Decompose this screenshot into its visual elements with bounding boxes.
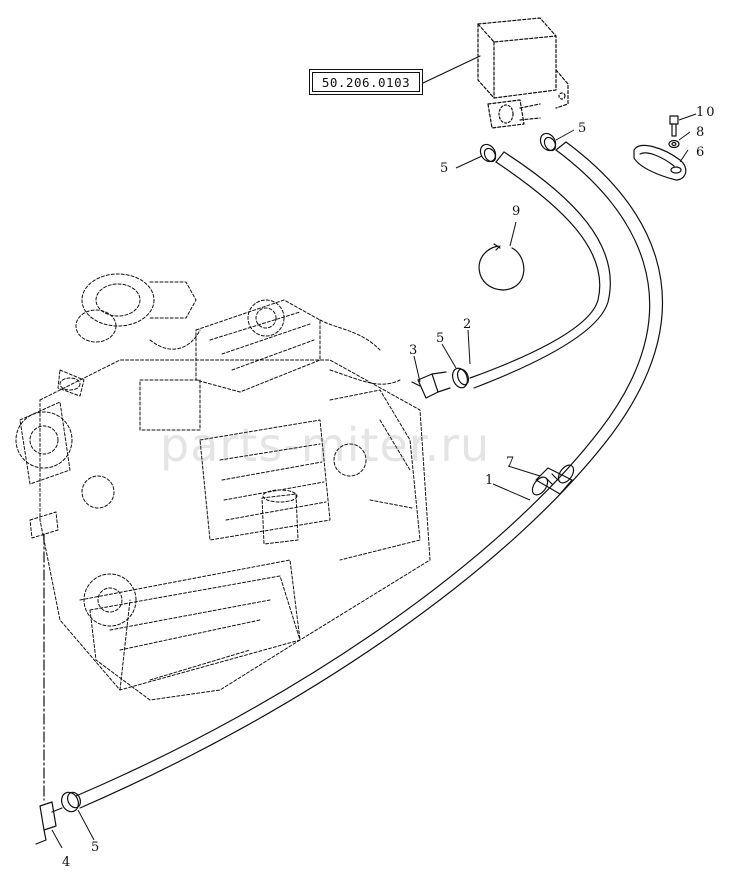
callout-5-bottom[interactable]: 5 — [91, 840, 100, 855]
hose-main-feed — [75, 141, 664, 809]
reference-leader — [422, 55, 481, 84]
reference-number[interactable]: 50.206.0103 — [312, 72, 420, 92]
washer — [668, 139, 680, 149]
circlip — [478, 243, 525, 291]
hose-clamp-bottom — [61, 791, 82, 813]
hose-clamp-top-right — [539, 132, 557, 152]
p-clamp-bracket — [633, 145, 687, 181]
engine-block — [15, 273, 431, 701]
callout-10[interactable]: 10 — [696, 105, 717, 120]
callout-9[interactable]: 9 — [512, 204, 521, 219]
drain-valve — [35, 801, 63, 845]
hose-clamp-elbow — [451, 367, 470, 389]
callout-6[interactable]: 6 — [696, 145, 705, 160]
callout-4[interactable]: 4 — [62, 855, 71, 870]
reservoir-assembly — [477, 17, 569, 129]
hose-upper-return — [469, 151, 611, 389]
callout-leaders — [51, 113, 697, 849]
bolt — [669, 115, 679, 137]
hose-sleeve — [531, 464, 575, 496]
callout-8[interactable]: 8 — [696, 125, 705, 140]
callout-2[interactable]: 2 — [463, 317, 472, 332]
callout-5-top[interactable]: 5 — [578, 121, 587, 136]
hose-clamp-top-left — [479, 143, 497, 163]
callout-1[interactable]: 1 — [485, 473, 494, 488]
callout-5-left[interactable]: 5 — [440, 161, 449, 176]
callout-5-elbow[interactable]: 5 — [436, 331, 445, 346]
callout-3[interactable]: 3 — [409, 343, 418, 358]
callout-7[interactable]: 7 — [506, 455, 515, 470]
elbow-fitting — [411, 371, 451, 399]
watermark: parts-miter.ru — [160, 418, 491, 472]
reference-box-frame — [309, 69, 423, 95]
